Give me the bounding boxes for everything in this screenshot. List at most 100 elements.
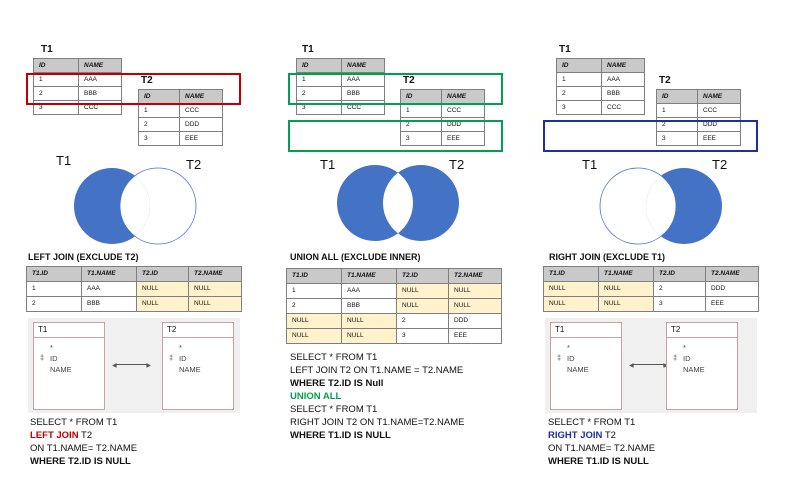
sql-line: WHERE T2.ID IS Null — [290, 378, 384, 389]
sql-text: T2 — [78, 430, 93, 441]
cell: DDD — [448, 313, 502, 329]
join-title: UNION ALL (EXCLUDE INNER) — [290, 252, 421, 262]
entity-name: T2 — [167, 325, 177, 334]
sql-line: RIGHT JOIN T2 — [548, 429, 655, 442]
cell: 2 — [556, 86, 602, 101]
null-cell: NULL — [188, 281, 242, 297]
null-cell: NULL — [136, 281, 189, 297]
highlight-rows-t1 — [288, 73, 503, 105]
key-icon: ‡ — [673, 353, 678, 362]
col-header: T2.ID — [136, 266, 189, 282]
null-cell: NULL — [396, 283, 449, 299]
cell: BBB — [601, 86, 645, 101]
null-cell: NULL — [543, 281, 599, 297]
entity-name: T1 — [555, 325, 565, 334]
arrow-right-icon: ▶ — [663, 362, 668, 369]
col-header: NAME — [441, 89, 485, 104]
col-header: T1.ID — [543, 266, 599, 282]
col-header: ID — [556, 58, 602, 73]
key-icon: ‡ — [40, 353, 45, 362]
venn-intersection — [383, 165, 413, 241]
sql-line: LEFT JOIN T2 ON T1.NAME = T2.NAME — [290, 365, 464, 376]
entity-name: T1 — [38, 325, 48, 334]
col-header: T2.NAME — [705, 266, 759, 282]
cell: DDD — [705, 281, 759, 297]
col-header: NAME — [341, 58, 385, 73]
sql-line: SELECT * FROM T1 — [548, 417, 636, 428]
col-header: NAME — [179, 89, 223, 104]
cell: CCC — [697, 103, 741, 118]
cell: CCC — [601, 100, 645, 115]
col-header: NAME — [78, 58, 122, 73]
null-cell: NULL — [448, 298, 502, 314]
null-cell: NULL — [188, 296, 242, 312]
venn-circle-t1 — [599, 167, 677, 245]
entity-divider — [163, 337, 233, 338]
venn-right-label: T2 — [449, 157, 465, 172]
col-header: ID — [138, 89, 180, 104]
highlight-rows — [543, 120, 758, 152]
null-cell: NULL — [136, 296, 189, 312]
highlight-rows — [26, 73, 241, 105]
cell: 1 — [286, 283, 342, 299]
sql-keyword: LEFT JOIN — [30, 430, 79, 441]
arrow-left-icon: ◀ — [112, 363, 117, 369]
col-header: T1.ID — [286, 268, 342, 284]
cell: 1 — [400, 103, 442, 118]
col-header: ID — [296, 58, 342, 73]
cell: CCC — [441, 103, 485, 118]
arrow-right-icon: ▶ — [146, 363, 151, 369]
cell: EEE — [179, 131, 223, 146]
cell: 2 — [26, 296, 82, 312]
cell: 1 — [138, 103, 180, 118]
sql-line: RIGHT JOIN T2 ON T1.NAME=T2.NAME — [290, 417, 465, 428]
cell: 3 — [556, 100, 602, 115]
col-header: T1.NAME — [341, 268, 397, 284]
sql-line: SELECT * FROM T1 — [290, 352, 378, 363]
entity-divider — [34, 337, 104, 338]
null-cell: NULL — [341, 328, 397, 344]
venn-diagram — [337, 165, 459, 241]
venn-left-label: T1 — [582, 157, 598, 172]
sql-text: T2 — [602, 430, 616, 441]
key-icon: ‡ — [169, 353, 174, 362]
sql-keyword: RIGHT JOIN — [548, 430, 603, 441]
venn-left-label: T1 — [320, 157, 336, 172]
field-name: NAME — [179, 365, 201, 374]
venn-diagram — [74, 167, 197, 245]
cell: EEE — [697, 131, 741, 146]
col-header: T2.NAME — [188, 266, 242, 282]
arrow-left-icon: ◀ — [629, 363, 634, 369]
cell: 2 — [138, 117, 180, 132]
join-title: LEFT JOIN (EXCLUDE T2) — [28, 252, 139, 262]
cell: 3 — [656, 131, 698, 146]
sql-query: SELECT * FROM T1 LEFT JOIN T2 ON T1.NAME… — [290, 351, 464, 442]
col-header: T1.NAME — [598, 266, 654, 282]
t1-label: T1 — [302, 44, 314, 55]
null-cell: NULL — [598, 281, 654, 297]
entity-diagram: T1 * ‡ ID NAME ◀ ▶ T2 * ‡ ID NAME — [28, 318, 240, 413]
cell: 3 — [396, 328, 449, 344]
sql-query: SELECT * FROM T1 RIGHT JOIN T2 ON T1.NAM… — [548, 416, 655, 468]
col-header: T2.NAME — [448, 268, 502, 284]
relationship-line: ◀ ▶ — [629, 363, 668, 369]
entity-t2: T2 * ‡ ID NAME — [162, 322, 234, 410]
cell: BBB — [81, 296, 137, 312]
col-header: T1.ID — [26, 266, 82, 282]
cell: 2 — [653, 281, 706, 297]
t1-label: T1 — [41, 44, 53, 55]
cell: 2 — [286, 298, 342, 314]
